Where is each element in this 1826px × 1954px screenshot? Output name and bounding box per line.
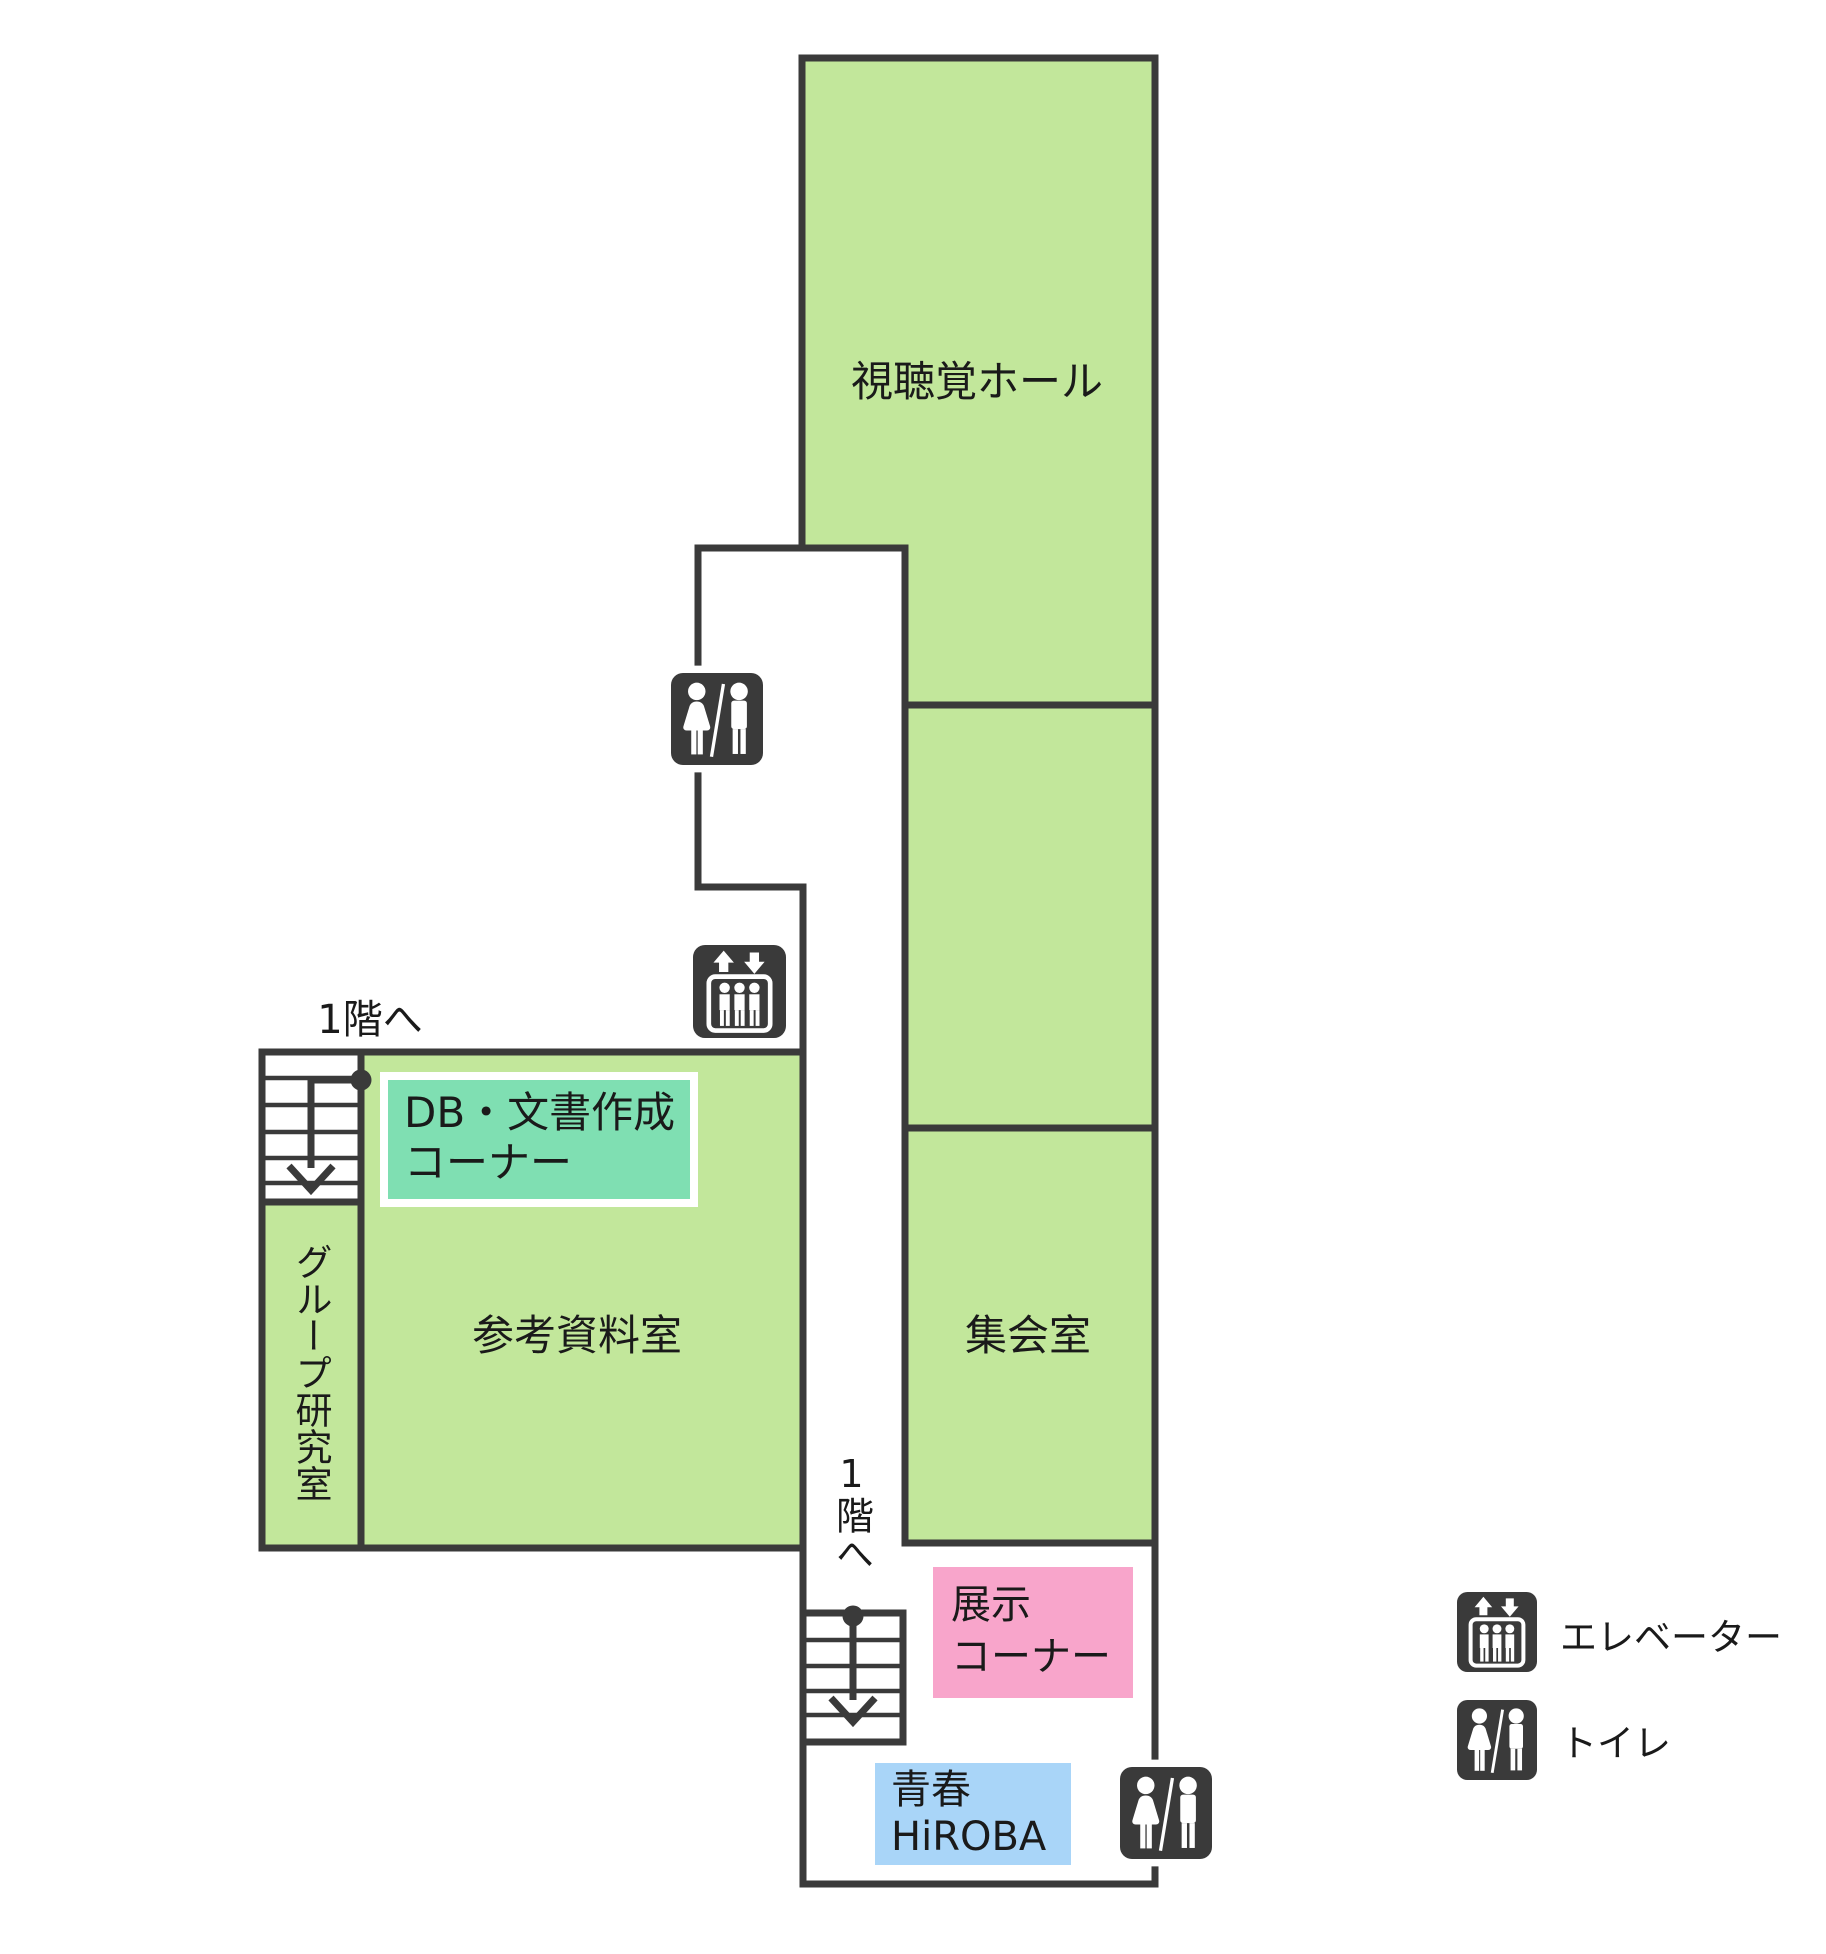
exhibit-corner-line2: コーナー [951, 1634, 1111, 1680]
exhibit-corner-line1: 展示 [951, 1582, 1031, 1628]
legend-toilet-label: トイレ [1560, 1722, 1671, 1765]
stairs-upper [258, 1048, 372, 1206]
db-document-corner-line1: DB・文書作成 [404, 1088, 676, 1137]
db-document-corner-box: DB・文書作成 コーナー [380, 1072, 698, 1207]
stairs-lower-down-arrow-icon [828, 1695, 878, 1728]
seishun-hiroba-box: 青春 HiROBA [875, 1763, 1071, 1865]
room-label-group-study-room: グループ研究室 [289, 1243, 332, 1502]
stairs-lower-label: 1階へ [829, 1452, 874, 1572]
room-label-meeting-room: 集会室 [964, 1310, 1092, 1360]
stairs-lower [799, 1605, 907, 1746]
building-walls [694, 544, 1159, 1888]
legend-toilet-icon [1455, 1698, 1539, 1782]
seishun-hiroba-line1: 青春 [891, 1767, 971, 1813]
room-middle-area [901, 701, 1159, 1132]
exhibit-corner-box: 展示 コーナー [933, 1567, 1133, 1698]
stairs-upper-label: 1階へ [317, 997, 423, 1043]
toilet-icon [1112, 1759, 1220, 1867]
db-document-corner-line2: コーナー [404, 1138, 573, 1187]
legend-elevator-label: エレベーター [1560, 1616, 1782, 1659]
room-meeting-area [901, 1124, 1159, 1547]
elevator-icon [693, 945, 786, 1038]
room-label-reference-room: 参考資料室 [471, 1310, 683, 1360]
seishun-hiroba-line2: HiROBA [891, 1814, 1047, 1860]
stairs-upper-down-arrow-icon [286, 1163, 336, 1196]
legend-elevator-icon [1457, 1592, 1537, 1672]
room-group-study-area [258, 1198, 365, 1552]
toilet-icon [663, 665, 771, 773]
room-label-audiovisual-hall: 視聴覚ホール [850, 356, 1104, 406]
